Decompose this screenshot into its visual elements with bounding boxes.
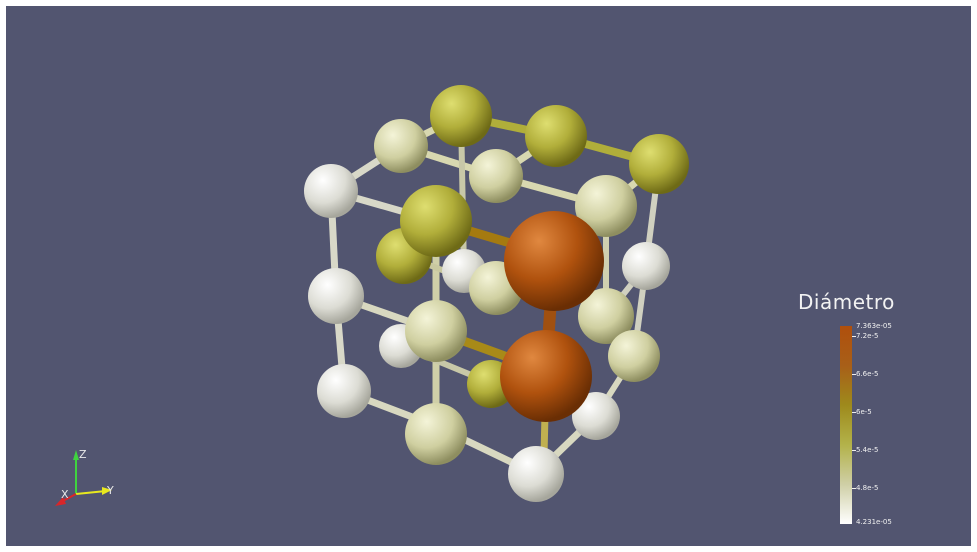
legend-tick-label: 6e-5 bbox=[856, 408, 872, 417]
atom-sphere bbox=[405, 300, 467, 362]
legend-title: Diámetro bbox=[798, 290, 895, 314]
render-viewport[interactable]: Z Y X Diámetro 7.363e-05 4.231e-05 7.2e-… bbox=[6, 6, 971, 546]
y-axis-label: Y bbox=[107, 484, 114, 497]
atom-sphere bbox=[622, 242, 670, 290]
legend-tick-mark bbox=[852, 374, 856, 376]
atom-sphere bbox=[400, 185, 472, 257]
color-scale-bar[interactable] bbox=[840, 326, 852, 524]
legend-tick-mark bbox=[852, 450, 856, 452]
z-axis-arrow bbox=[73, 450, 79, 460]
z-axis-label: Z bbox=[79, 448, 87, 461]
atom-sphere bbox=[575, 175, 637, 237]
atom-sphere bbox=[317, 364, 371, 418]
atom-sphere bbox=[572, 392, 620, 440]
legend-tick-label: 5.4e-5 bbox=[856, 446, 879, 455]
atom-sphere bbox=[304, 164, 358, 218]
legend-min-label: 4.231e-05 bbox=[856, 518, 892, 526]
atom-sphere bbox=[308, 268, 364, 324]
legend-max-label: 7.363e-05 bbox=[856, 322, 892, 330]
atom-sphere bbox=[525, 105, 587, 167]
legend-tick-mark bbox=[852, 488, 856, 490]
atom-sphere bbox=[430, 85, 492, 147]
atom-sphere bbox=[500, 330, 592, 422]
x-axis-label: X bbox=[61, 488, 69, 501]
atom-sphere bbox=[374, 119, 428, 173]
legend-tick-mark bbox=[852, 336, 856, 338]
atom-sphere bbox=[608, 330, 660, 382]
atom-sphere bbox=[504, 211, 604, 311]
orientation-axes-widget[interactable] bbox=[46, 446, 126, 516]
atom-sphere bbox=[405, 403, 467, 465]
y-axis-line bbox=[75, 490, 107, 495]
lattice-scene[interactable] bbox=[6, 6, 971, 546]
legend-tick-label: 4.8e-5 bbox=[856, 484, 879, 493]
atom-sphere bbox=[629, 134, 689, 194]
legend-tick-label: 6.6e-5 bbox=[856, 370, 879, 379]
atom-sphere bbox=[578, 288, 634, 344]
atom-sphere bbox=[508, 446, 564, 502]
y-axis-arrow bbox=[102, 487, 112, 495]
legend-tick-label: 7.2e-5 bbox=[856, 332, 879, 341]
legend-tick-mark bbox=[852, 412, 856, 414]
atom-sphere bbox=[469, 149, 523, 203]
atom-group[interactable] bbox=[304, 85, 689, 502]
x-axis-arrow bbox=[55, 497, 66, 506]
